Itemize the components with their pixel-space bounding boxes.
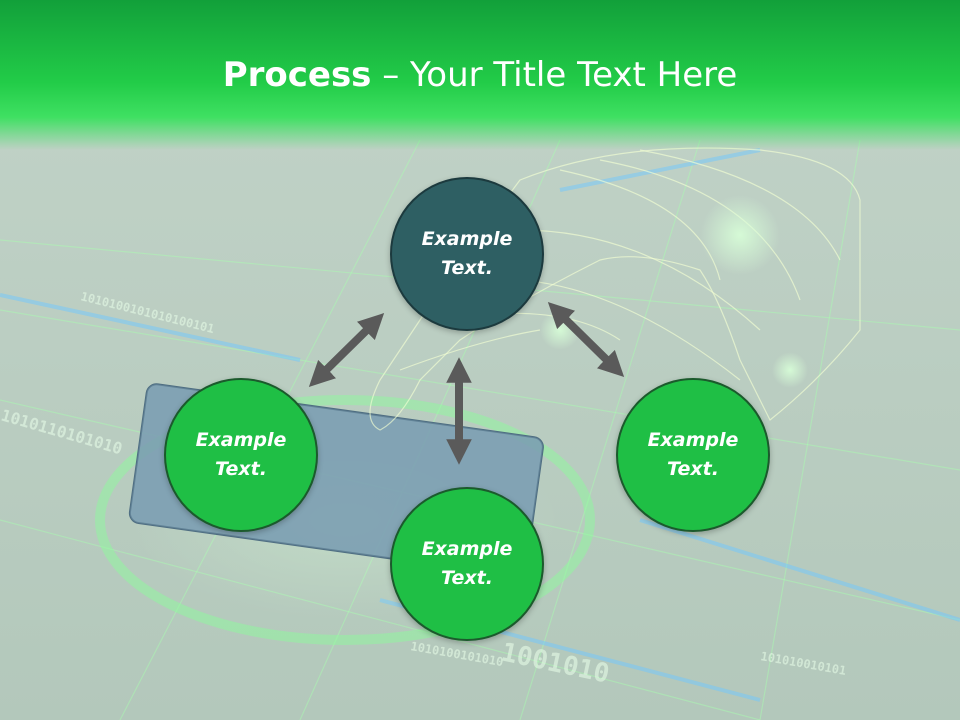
arrow-top-right — [547, 302, 625, 377]
node-bottom-line1: Example — [421, 538, 513, 560]
node-bottom[interactable]: Example Text. — [390, 487, 544, 641]
title-bar — [0, 0, 960, 150]
node-right[interactable]: Example Text. — [616, 378, 770, 532]
node-right-line2: Text. — [667, 458, 719, 480]
slide-title: Process – Your Title Text Here — [0, 52, 960, 98]
node-left-line1: Example — [195, 429, 287, 451]
node-left-line2: Text. — [215, 458, 267, 480]
node-top-line2: Text. — [441, 257, 493, 279]
title-bold: Process — [222, 55, 372, 95]
arrow-top-left — [308, 313, 385, 387]
node-left[interactable]: Example Text. — [164, 378, 318, 532]
node-bottom-line2: Text. — [441, 567, 493, 589]
node-top-line1: Example — [421, 228, 513, 250]
title-rest: – Your Title Text Here — [371, 55, 738, 95]
node-top[interactable]: Example Text. — [390, 177, 544, 331]
node-right-line1: Example — [647, 429, 739, 451]
